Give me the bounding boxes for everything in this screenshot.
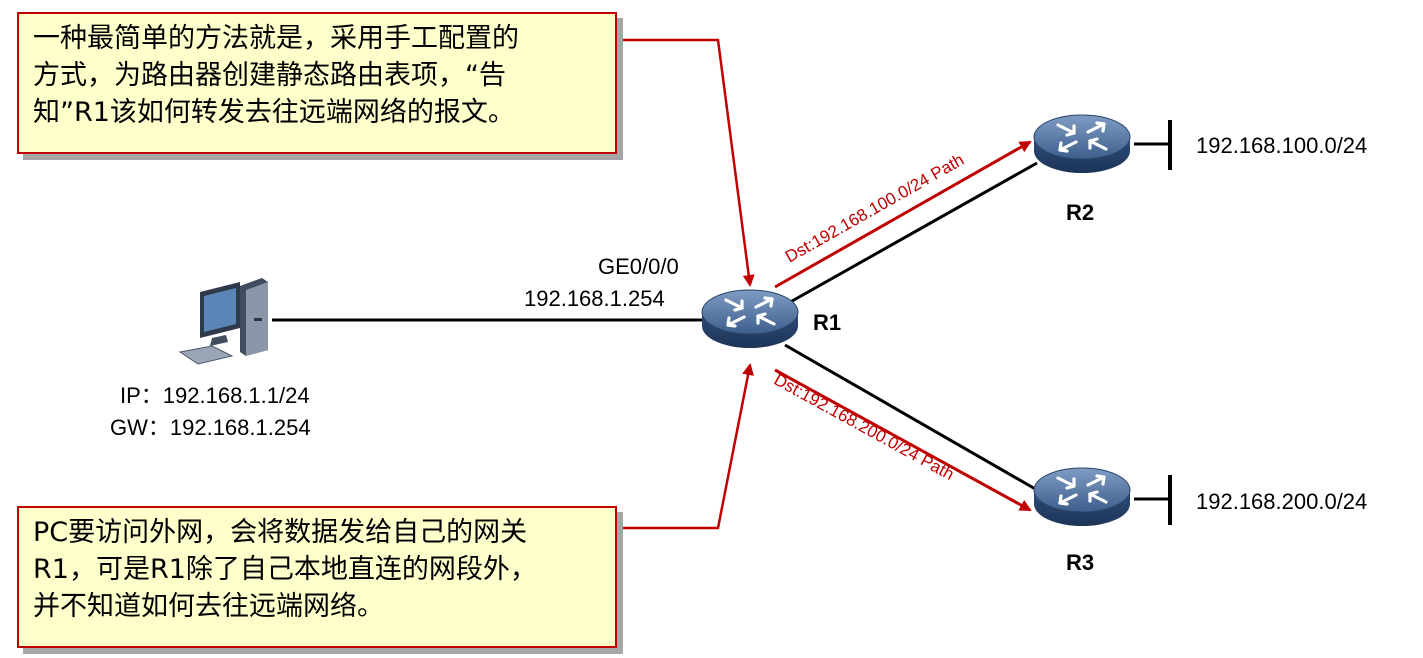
pc-icon	[178, 278, 268, 365]
network-stub-r3	[1134, 475, 1172, 525]
r3-name-label: R3	[1066, 550, 1095, 575]
r1-interface-ip-label: 192.168.1.254	[524, 286, 665, 311]
link-r1-r3	[784, 343, 1038, 492]
r1-name-label: R1	[813, 310, 842, 335]
router-r1-icon	[700, 288, 800, 350]
r2-name-label: R2	[1066, 200, 1095, 225]
r2-network-label: 192.168.100.0/24	[1196, 133, 1368, 158]
network-stub-r2	[1134, 120, 1172, 170]
path-arrow-r3	[774, 368, 1032, 512]
path-arrow-r2	[774, 140, 1032, 289]
pc-ip-label: IP：192.168.1.1/24	[120, 383, 310, 408]
router-r2-icon	[1032, 113, 1132, 175]
r3-network-label: 192.168.200.0/24	[1196, 489, 1368, 514]
callout-pc-gateway-explanation: PC要访问外网，会将数据发给自己的网关 R1，可是R1除了自己本地直连的网段外，…	[17, 506, 617, 648]
callout-top-leader	[618, 38, 755, 287]
callout-bottom-leader	[618, 363, 754, 530]
r1-interface-label: GE0/0/0	[598, 254, 679, 279]
pc-gw-label: GW：192.168.1.254	[110, 415, 311, 440]
link-r1-r2	[784, 161, 1038, 307]
router-r3-icon	[1032, 466, 1132, 528]
callout-static-route-explanation: 一种最简单的方法就是，采用手工配置的 方式，为路由器创建静态路由表项，“告 知”…	[17, 12, 617, 154]
